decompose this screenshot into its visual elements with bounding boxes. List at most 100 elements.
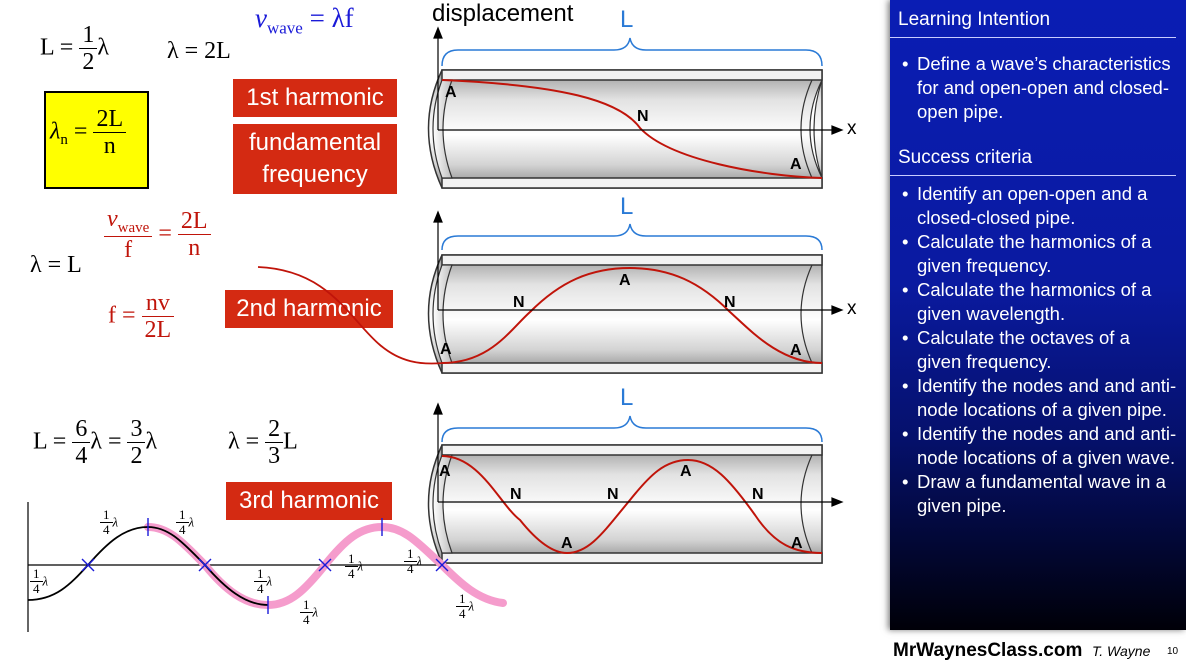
formula-v-wave: vwave = λf <box>255 3 354 38</box>
author-name: T. Wayne <box>1092 643 1151 659</box>
lambda-symbol: λ <box>266 573 273 589</box>
site-brand: MrWaynesClass.com <box>893 640 1083 661</box>
formula-sub: wave <box>266 18 303 38</box>
antinode-label: A <box>445 84 457 101</box>
length-label: L <box>620 384 634 411</box>
formula-text: λ = <box>90 428 122 455</box>
bullet-icon: • <box>902 53 909 74</box>
list-item: •Calculate the octaves of a given freque… <box>898 326 1178 374</box>
formula-text: λ <box>145 428 158 455</box>
list-item-text: Identify the nodes and and anti-node loc… <box>917 375 1177 420</box>
formula-text: L <box>283 428 298 455</box>
connector-curve <box>257 266 444 365</box>
fraction-num: nv <box>141 290 175 318</box>
fraction-den: 2 <box>82 49 95 76</box>
frequency-line: frequency <box>262 161 368 188</box>
fundamental-frequency-label: fundamental frequency <box>233 124 397 194</box>
fraction-num: 1 <box>254 566 267 583</box>
list-item-text: Draw a fundamental wave in a given pipe. <box>917 471 1166 516</box>
formula-sub: wave <box>117 219 150 236</box>
formula-text: = <box>158 220 172 247</box>
fraction-num: vwave <box>104 206 153 238</box>
bullet-icon: • <box>902 183 909 204</box>
list-item: •Identify the nodes and and anti-node lo… <box>898 374 1178 422</box>
fraction-num: 1 <box>456 591 469 608</box>
lambda-symbol: λ <box>188 514 195 530</box>
fraction-num: 1 <box>79 22 98 50</box>
node-label: N <box>510 486 522 503</box>
formula-text: f = <box>108 302 136 329</box>
list-item: • Draw a fundamental wave in a given pipe… <box>898 470 1178 518</box>
list-item: •Define a wave’s characteristics for and… <box>898 52 1178 124</box>
fraction-den: f <box>124 237 133 264</box>
formula-text: = λf <box>309 3 354 33</box>
lambda-symbol: λ <box>112 514 119 530</box>
fraction-num: 1 <box>100 507 113 524</box>
fraction-den: 3 <box>268 443 281 470</box>
length-label: L <box>620 6 634 33</box>
learning-intention-heading: Learning Intention <box>890 0 1176 38</box>
fraction-den: 4 <box>103 522 110 538</box>
objectives-panel: Learning Intention •Define a wave’s char… <box>890 0 1186 630</box>
fundamental-line: fundamental <box>248 129 382 156</box>
fraction-num: 2 <box>265 416 284 444</box>
formula-text: L = <box>40 34 74 61</box>
antinode-label: A <box>790 156 802 173</box>
fraction-den: 4 <box>257 581 264 597</box>
node-label: N <box>752 486 764 503</box>
lambda-symbol: λ <box>468 598 475 614</box>
antinode-label: A <box>791 535 803 552</box>
list-item: • Identify an open-open and a closed-clos… <box>898 182 1178 230</box>
fraction-den: 4 <box>179 522 186 538</box>
bullet-icon: • <box>902 471 909 492</box>
formula-lambda-l: λ = L <box>30 252 82 278</box>
criteria-list: • Identify an open-open and a closed-clos… <box>890 182 1186 518</box>
antinode-label: A <box>680 463 692 480</box>
length-label: L <box>620 193 634 220</box>
bullet-icon: • <box>902 327 909 348</box>
harmonic-2-label: 2nd harmonic <box>225 290 393 328</box>
lambda-symbol: λ <box>416 553 423 569</box>
pipe-diagrams <box>27 26 844 632</box>
fraction-num: 1 <box>300 597 313 614</box>
node-label: N <box>724 294 736 311</box>
antinode-label: A <box>790 342 802 359</box>
list-item-text: Identify an open-open and a closed-close… <box>917 183 1148 228</box>
list-item-text: Calculate the harmonics of a given frequ… <box>917 231 1152 276</box>
list-item-text: Identify the nodes and and anti-node loc… <box>917 423 1177 468</box>
fraction-den: 4 <box>348 566 355 582</box>
harmonic-1-label: 1st harmonic <box>233 79 397 117</box>
antinode-label: A <box>561 535 573 552</box>
antinode-label: A <box>440 341 452 358</box>
intentions-list: •Define a wave’s characteristics for and… <box>890 52 1186 124</box>
pipe-2 <box>427 254 823 374</box>
fraction-den: 2L <box>144 317 172 344</box>
success-criteria-heading: Success criteria <box>890 138 1176 176</box>
fraction-num: 2L <box>177 208 211 236</box>
lambda-symbol: λ <box>42 573 49 589</box>
node-label: N <box>513 294 525 311</box>
fraction-num: 1 <box>404 546 417 563</box>
axes <box>433 26 844 507</box>
fraction-num: 3 <box>127 416 146 444</box>
